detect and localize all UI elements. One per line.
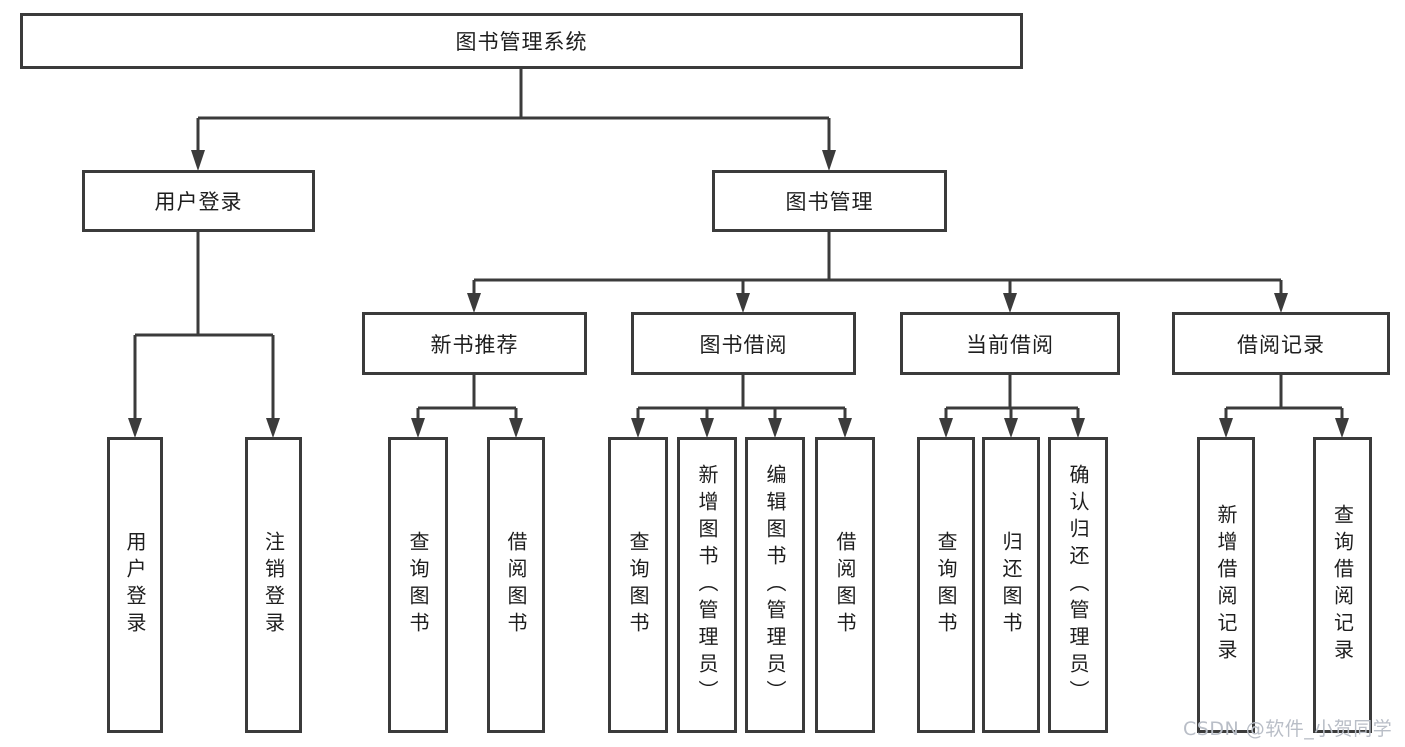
leaf-user-login: 用户登录 (107, 437, 163, 733)
arrow-icon (631, 418, 645, 438)
arrow-icon (768, 418, 782, 438)
leaf-label: 用户登录 (123, 531, 147, 639)
edge-records-fork (1224, 375, 1344, 424)
node-book-management: 图书管理 (712, 170, 947, 232)
leaf-label: 借阅图书 (504, 531, 528, 639)
edge-borrow-fork (636, 375, 847, 424)
edge-current-fork (944, 375, 1080, 424)
leaf-label: 查询图书 (934, 531, 958, 639)
leaf-edit-book-admin: 编辑图书（管理员） (745, 437, 805, 733)
csdn-watermark: CSDN @软件_小贺同学 (1183, 718, 1393, 740)
leaf-label: 确认归还（管理员） (1066, 463, 1090, 707)
node-current-borrow: 当前借阅 (900, 312, 1120, 375)
edge-management-fork (472, 232, 1283, 299)
leaf-query-books-recommend: 查询图书 (388, 437, 448, 733)
leaf-borrow-book: 借阅图书 (815, 437, 875, 733)
leaf-label: 查询图书 (626, 531, 650, 639)
leaf-confirm-return-admin: 确认归还（管理员） (1048, 437, 1108, 733)
leaf-query-borrow-record: 查询借阅记录 (1313, 437, 1372, 733)
arrow-icon (467, 293, 481, 313)
edge-root-trunk (196, 69, 831, 155)
leaf-borrow-books-recommend: 借阅图书 (487, 437, 545, 733)
edge-login-fork (133, 232, 275, 424)
leaf-label: 新增图书（管理员） (695, 463, 719, 707)
arrow-icon (700, 418, 714, 438)
arrow-icon (1335, 418, 1349, 438)
leaf-label: 新增借阅记录 (1214, 504, 1238, 666)
leaf-label: 注销登录 (261, 531, 286, 639)
arrow-icon (128, 418, 142, 438)
node-root-system: 图书管理系统 (20, 13, 1023, 69)
node-user-login: 用户登录 (82, 170, 315, 232)
leaf-label: 借阅图书 (833, 531, 857, 639)
arrow-icon (1071, 418, 1085, 438)
leaf-label: 查询图书 (406, 531, 430, 639)
arrow-icon (1219, 418, 1233, 438)
leaf-return-book: 归还图书 (982, 437, 1040, 733)
arrowheads (128, 150, 1349, 438)
leaf-add-borrow-record: 新增借阅记录 (1197, 437, 1255, 733)
edge-recommend-fork (416, 375, 518, 424)
node-book-borrow: 图书借阅 (631, 312, 856, 375)
leaf-query-books-borrow: 查询图书 (608, 437, 668, 733)
arrow-icon (736, 293, 750, 313)
arrow-icon (411, 418, 425, 438)
leaf-label: 编辑图书（管理员） (763, 463, 787, 707)
arrow-icon (509, 418, 523, 438)
arrow-icon (266, 418, 280, 438)
leaf-add-book-admin: 新增图书（管理员） (677, 437, 737, 733)
arrow-icon (939, 418, 953, 438)
arrow-icon (1004, 418, 1018, 438)
node-new-book-recommend: 新书推荐 (362, 312, 587, 375)
arrow-icon (1003, 293, 1017, 313)
arrow-icon (191, 150, 205, 171)
arrow-icon (838, 418, 852, 438)
arrow-icon (822, 150, 836, 171)
leaf-label: 查询借阅记录 (1330, 504, 1355, 666)
arrow-icon (1274, 293, 1288, 313)
node-borrow-records: 借阅记录 (1172, 312, 1390, 375)
leaf-logout: 注销登录 (245, 437, 302, 733)
leaf-query-books-current: 查询图书 (917, 437, 975, 733)
leaf-label: 归还图书 (999, 531, 1023, 639)
